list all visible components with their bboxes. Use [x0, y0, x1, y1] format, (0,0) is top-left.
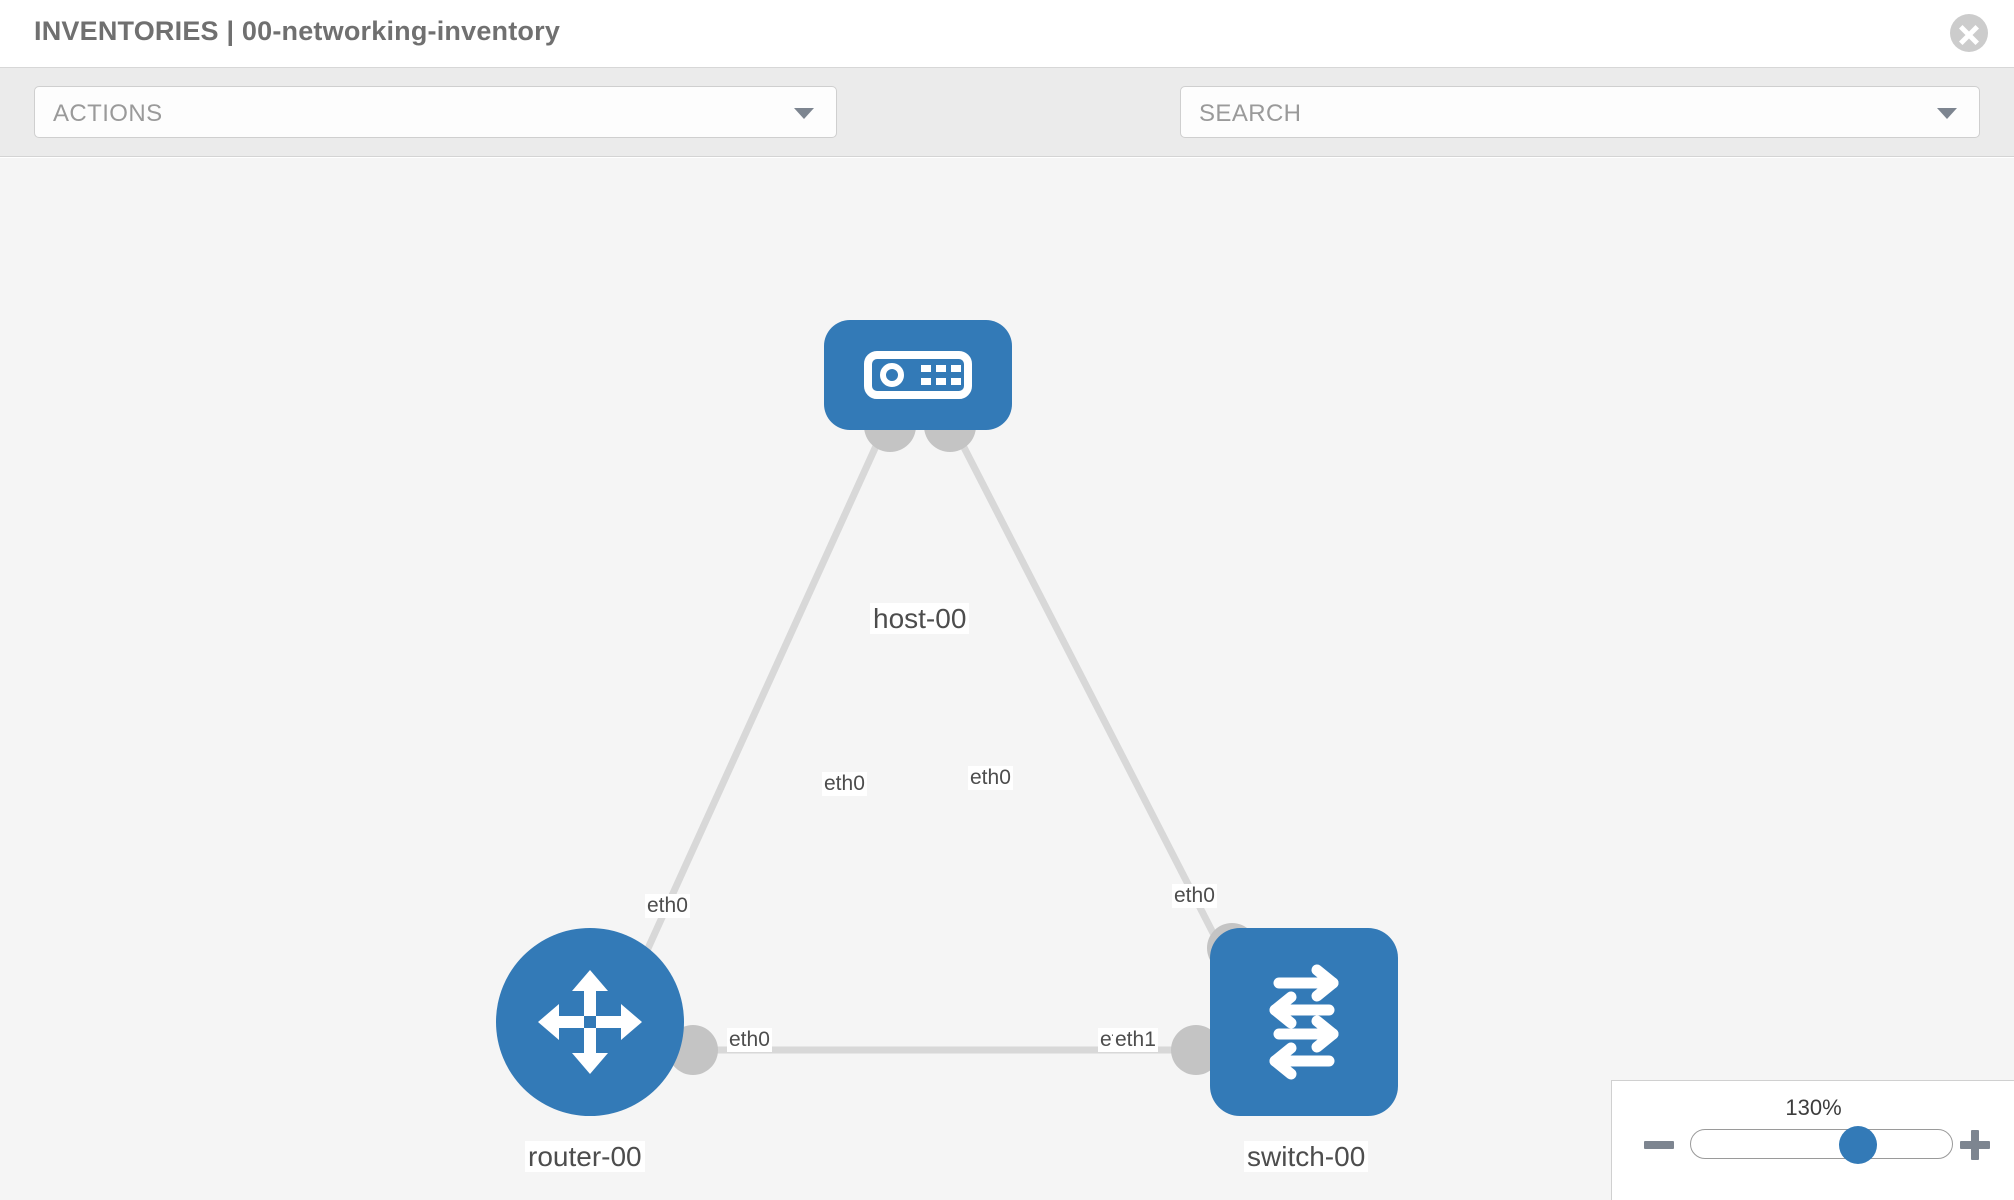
router-node-label: router-00	[525, 1141, 645, 1173]
zoom-slider[interactable]	[1690, 1126, 1953, 1164]
search-placeholder: SEARCH	[1199, 100, 1302, 127]
iface-label-host-right: eth0	[968, 766, 1013, 790]
connector-switch-left	[1171, 1025, 1221, 1075]
host-node-shape[interactable]	[824, 320, 1012, 430]
server-appliance-icon	[864, 351, 972, 399]
zoom-slider-thumb[interactable]	[1839, 1126, 1877, 1164]
iface-label-switch-left: eth1	[1113, 1028, 1158, 1052]
iface-label-router-right: eth0	[727, 1028, 772, 1052]
actions-dropdown[interactable]: ACTIONS	[34, 86, 837, 138]
chevron-down-icon[interactable]	[1937, 108, 1957, 119]
minus-icon[interactable]	[1642, 1128, 1676, 1162]
iface-label-switch-up: eth0	[1172, 884, 1217, 908]
search-input[interactable]: SEARCH	[1180, 86, 1980, 138]
link-host-switch	[948, 422, 1236, 972]
iface-label-router-up: eth0	[645, 894, 690, 918]
page-header: INVENTORIES | 00-networking-inventory	[0, 0, 2014, 68]
chevron-down-icon	[794, 108, 814, 119]
four-arrows-inward-icon	[538, 970, 642, 1074]
bidirectional-arrows-icon	[1269, 964, 1339, 1080]
host-node-label: host-00	[870, 603, 970, 635]
topology-canvas[interactable]: host-00 eth0 eth0 router-00 eth0 eth0	[0, 158, 2014, 1200]
topology-links-layer	[626, 400, 1257, 1075]
plus-icon[interactable]	[1958, 1128, 1992, 1162]
toolbar: ACTIONS SEARCH	[0, 68, 2014, 200]
actions-dropdown-label: ACTIONS	[53, 100, 163, 127]
iface-label-host-left: eth0	[822, 772, 867, 796]
switch-node-label: switch-00	[1244, 1141, 1369, 1173]
page-title: INVENTORIES | 00-networking-inventory	[34, 16, 561, 46]
zoom-control: 130%	[1611, 1080, 2014, 1200]
zoom-level-value: 130%	[1785, 1095, 1842, 1120]
router-node-shape[interactable]	[496, 928, 684, 1116]
switch-node-shape[interactable]	[1210, 928, 1398, 1116]
close-icon[interactable]	[1950, 14, 1988, 52]
